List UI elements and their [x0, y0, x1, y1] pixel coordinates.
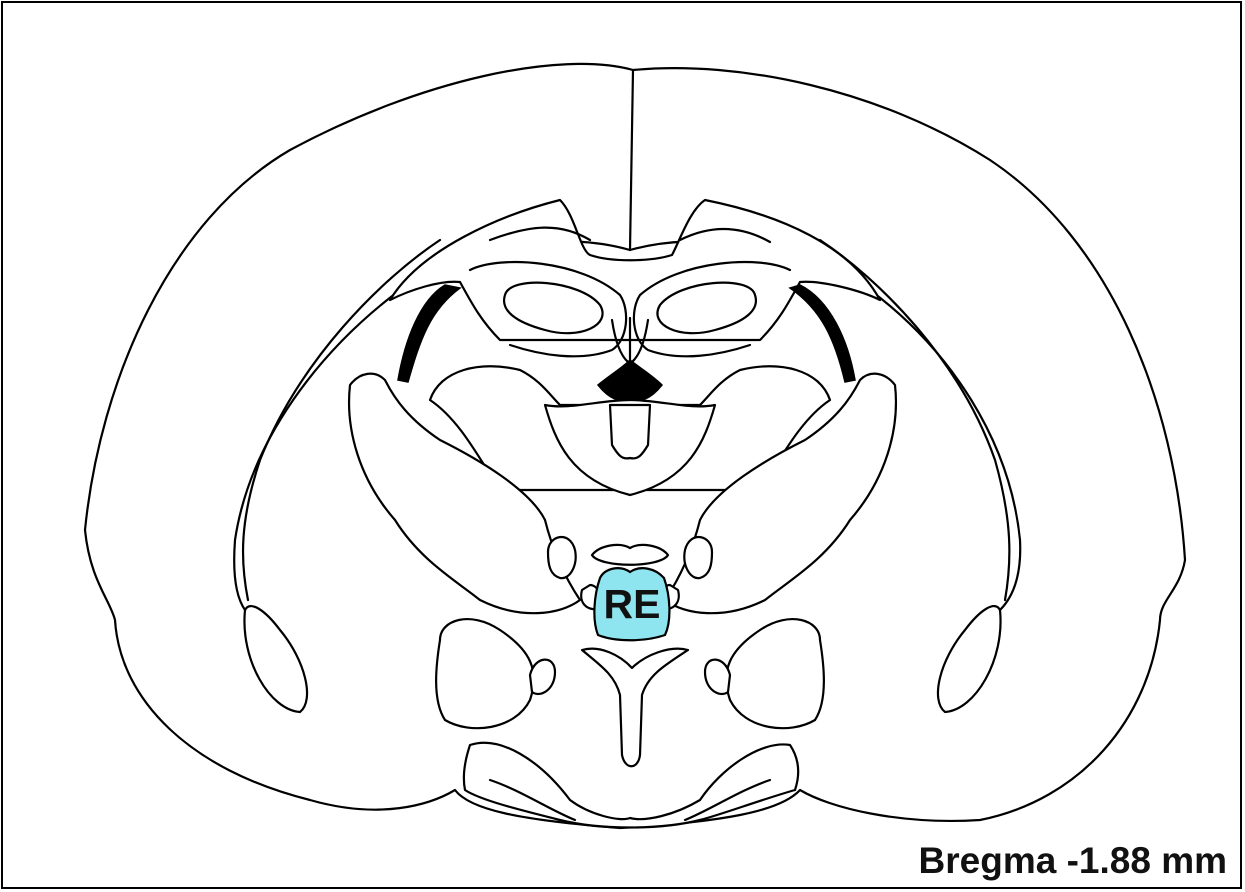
- habenula-stalk: [610, 405, 650, 458]
- paraventricular-cluster: [592, 545, 668, 565]
- left-medial-oval: [548, 537, 576, 578]
- right-medial-oval: [684, 537, 712, 578]
- re-region-label: RE: [604, 581, 661, 627]
- bregma-caption: Bregma -1.88 mm: [919, 840, 1227, 882]
